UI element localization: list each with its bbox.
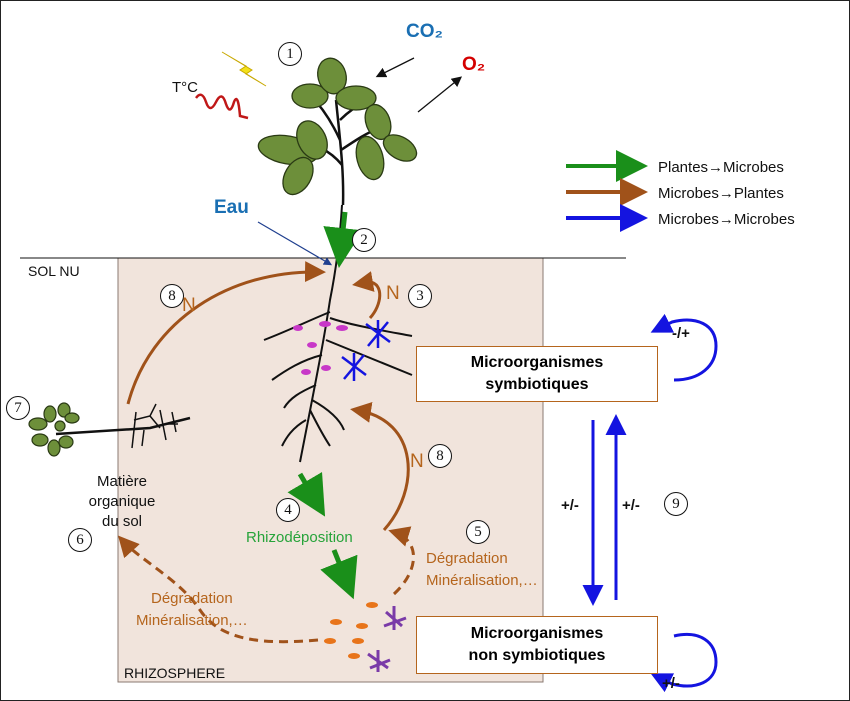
eau-arrow bbox=[257, 221, 333, 266]
symbiotic-box-line-1: Microorganismes bbox=[470, 354, 604, 372]
root-nodules bbox=[293, 321, 348, 375]
step-3: 3 bbox=[408, 284, 432, 308]
legend-arrows bbox=[566, 150, 648, 232]
step-9: 9 bbox=[664, 492, 688, 516]
brown-arrows bbox=[126, 261, 410, 532]
matiere-line-2: organique bbox=[88, 493, 156, 510]
exudate-dots bbox=[324, 602, 378, 659]
small-plant bbox=[28, 402, 191, 457]
non-symbiotic-box-line-2: non symbiotiques bbox=[468, 647, 606, 664]
step-8b: 8 bbox=[428, 444, 452, 468]
degradation-left-label: Dégradation Minéralisation,… bbox=[136, 588, 248, 632]
symbiotic-microbe-icons bbox=[341, 320, 391, 381]
temperature-label: T°C bbox=[172, 79, 198, 96]
co2-label: CO₂ bbox=[406, 21, 443, 42]
sol-nu-label: SOL NU bbox=[28, 263, 80, 279]
blue-arrows bbox=[582, 313, 718, 693]
non-symbiotic-microorganisms-box: Microorganismes non symbiotiques bbox=[416, 616, 658, 674]
o2-label: O₂ bbox=[462, 54, 486, 75]
co2-arrow bbox=[375, 57, 415, 78]
step-6: 6 bbox=[68, 528, 92, 552]
non-symbiotic-box-line-1: Microorganismes bbox=[470, 625, 604, 643]
degradation-left-line-1: Dégradation bbox=[150, 590, 233, 607]
rhizosphere-label: RHIZOSPHERE bbox=[124, 665, 226, 681]
matiere-organique-label: Matière organique du sol bbox=[82, 472, 162, 532]
degradation-right-label: Dégradation Minéralisation,… bbox=[426, 548, 538, 592]
rhizodeposition-label: Rhizodéposition bbox=[246, 529, 353, 546]
step-8a: 8 bbox=[160, 284, 184, 308]
legend-microbes-to-microbes: Microbes→Microbes bbox=[658, 211, 795, 228]
nitrogen-label-8a: N bbox=[182, 295, 196, 316]
o2-arrow bbox=[417, 76, 463, 113]
step-2: 2 bbox=[352, 228, 376, 252]
degradation-arrows bbox=[117, 526, 415, 644]
step-7: 7 bbox=[6, 396, 30, 420]
eau-label: Eau bbox=[214, 197, 249, 218]
heat-wave-icon bbox=[195, 93, 249, 120]
lightning-icon bbox=[221, 51, 267, 87]
matiere-line-3: du sol bbox=[101, 513, 143, 530]
matiere-line-1: Matière bbox=[96, 473, 148, 490]
degradation-right-line-2: Minéralisation,… bbox=[426, 572, 538, 589]
step-5: 5 bbox=[466, 520, 490, 544]
self-interaction-top-label: -/+ bbox=[672, 325, 690, 342]
step-4: 4 bbox=[276, 498, 300, 522]
soil-microbe-icons bbox=[367, 606, 407, 672]
nitrogen-label-8b: N bbox=[410, 451, 424, 472]
interaction-left-label: +/- bbox=[561, 497, 579, 514]
step-1: 1 bbox=[278, 42, 302, 66]
nitrogen-label-3: N bbox=[386, 283, 400, 304]
legend-microbes-to-plants: Microbes→Plantes bbox=[658, 185, 784, 202]
self-interaction-bottom-label: +/- bbox=[662, 675, 680, 692]
green-arrows bbox=[287, 211, 364, 600]
degradation-left-line-2: Minéralisation,… bbox=[136, 612, 248, 629]
symbiotic-box-line-2: symbiotiques bbox=[485, 376, 589, 393]
interaction-right-label: +/- bbox=[622, 497, 640, 514]
legend-plants-to-microbes: Plantes→Microbes bbox=[658, 159, 784, 176]
degradation-right-line-1: Dégradation bbox=[426, 550, 508, 567]
symbiotic-microorganisms-box: Microorganismes symbiotiques bbox=[416, 346, 658, 402]
plant-leaves bbox=[257, 57, 418, 196]
